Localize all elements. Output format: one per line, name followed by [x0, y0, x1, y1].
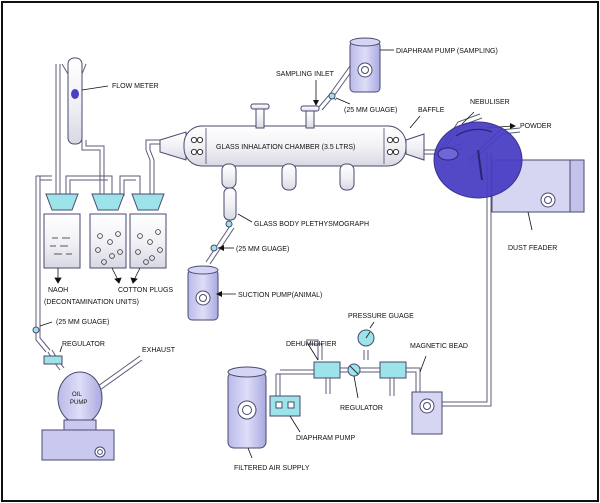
oil-pump-label-line2: PUMP	[70, 400, 87, 406]
plethysmograph-valve	[225, 220, 233, 228]
dust-feeder-leader	[527, 211, 533, 231]
powder-arrow	[510, 123, 516, 129]
guage-25mm-mid-label: (25 MM GUAGE)	[236, 246, 289, 253]
diaphram-pump-leader	[289, 415, 301, 433]
bottle-icon-cotton-2	[129, 193, 167, 269]
decontamination-units-label: (DECONTAMINATION UNITS)	[44, 299, 139, 306]
suction-pump-arrow	[216, 291, 222, 297]
filtered-air-supply-icon	[227, 366, 267, 449]
dehumidifier-icon	[313, 361, 407, 379]
regulator-bottom-leader	[353, 375, 359, 399]
chamber-icon	[159, 103, 425, 221]
naoh-label: NAOH	[48, 287, 68, 294]
suction-pump-label: SUCTION PUMP(ANIMAL)	[238, 292, 322, 299]
guage-25mm-top-valve	[328, 92, 336, 100]
sampling-inlet-label: SAMPLING INLET	[276, 71, 335, 78]
guage-25mm-mid-valve	[210, 244, 218, 252]
bottle-icon-naoh	[43, 193, 81, 269]
pressure-gauge-icon	[357, 329, 375, 347]
regulator-left-leader	[59, 345, 63, 353]
magnetic-bead-label: MAGNETIC BEAD	[410, 343, 468, 350]
diaphram-pump-label: DIAPHRAM PUMP	[296, 435, 355, 442]
regulator-icon-left	[43, 355, 63, 365]
pump-icon-sampling	[349, 37, 381, 93]
pump-icon-suction	[187, 265, 219, 321]
diaphram-pump-icon	[269, 395, 301, 417]
dust-feeder-label: DUST FEADER	[508, 245, 557, 252]
pressure-guage-label: PRESSURE GUAGE	[348, 313, 414, 320]
oil-pump-icon	[41, 371, 115, 461]
plethysmograph-leader	[237, 213, 253, 223]
glass-chamber-label: GLASS INHALATION CHAMBER (3.5 LTRS)	[216, 144, 355, 151]
nebuliser-label: NEBULISER	[470, 99, 510, 106]
exhaust-label: EXHAUST	[142, 347, 176, 354]
guage-25mm-left-leader	[39, 321, 53, 327]
filtered-air-supply-leader	[247, 447, 253, 459]
nebuliser-leader	[461, 111, 475, 125]
regulator-left-label: REGULATOR	[62, 341, 105, 348]
dehumidifier-label: DEHUMIDIFIER	[286, 341, 337, 348]
magnetic-bead-icon	[411, 391, 443, 435]
regulator-icon-bottom	[347, 363, 361, 377]
bottle-icon-cotton-1	[89, 193, 127, 269]
oil-pump-label-line1: OIL	[72, 392, 82, 398]
baffle-leader	[409, 115, 421, 129]
powder-label: POWDER	[520, 123, 552, 130]
dehumidifier-leader	[307, 343, 319, 361]
bottle-arrows	[54, 267, 141, 284]
flow-meter-label: FLOW METER	[112, 83, 159, 90]
pressure-guage-leader	[369, 321, 375, 329]
sampling-inlet-arrow	[313, 100, 319, 106]
flow-meter-leader	[81, 85, 109, 91]
diaphram-pump-sampling-label: DIAPHRAM PUMP (SAMPLING)	[396, 48, 498, 55]
cotton-plugs-label: COTTON PLUGS	[118, 287, 173, 294]
flow-meter-icon	[61, 57, 87, 145]
guage-25mm-top-label: (25 MM GUAGE)	[344, 107, 397, 114]
guage-25mm-left-label: (25 MM GUAGE)	[56, 319, 109, 326]
guage-25mm-left-valve	[32, 326, 40, 334]
magnetic-bead-leader	[419, 355, 427, 373]
baffle-label: BAFFLE	[418, 107, 445, 114]
plethysmograph-label: GLASS BODY PLETHYSMOGRAPH	[254, 221, 369, 228]
regulator-bottom-label: REGULATOR	[340, 405, 383, 412]
guage-25mm-top-leader	[335, 97, 351, 105]
guage-25mm-mid-arrow	[218, 245, 224, 251]
filtered-air-supply-label: FILTERED AIR SUPPLY	[234, 465, 310, 472]
dust-feeder-icon	[433, 121, 585, 213]
